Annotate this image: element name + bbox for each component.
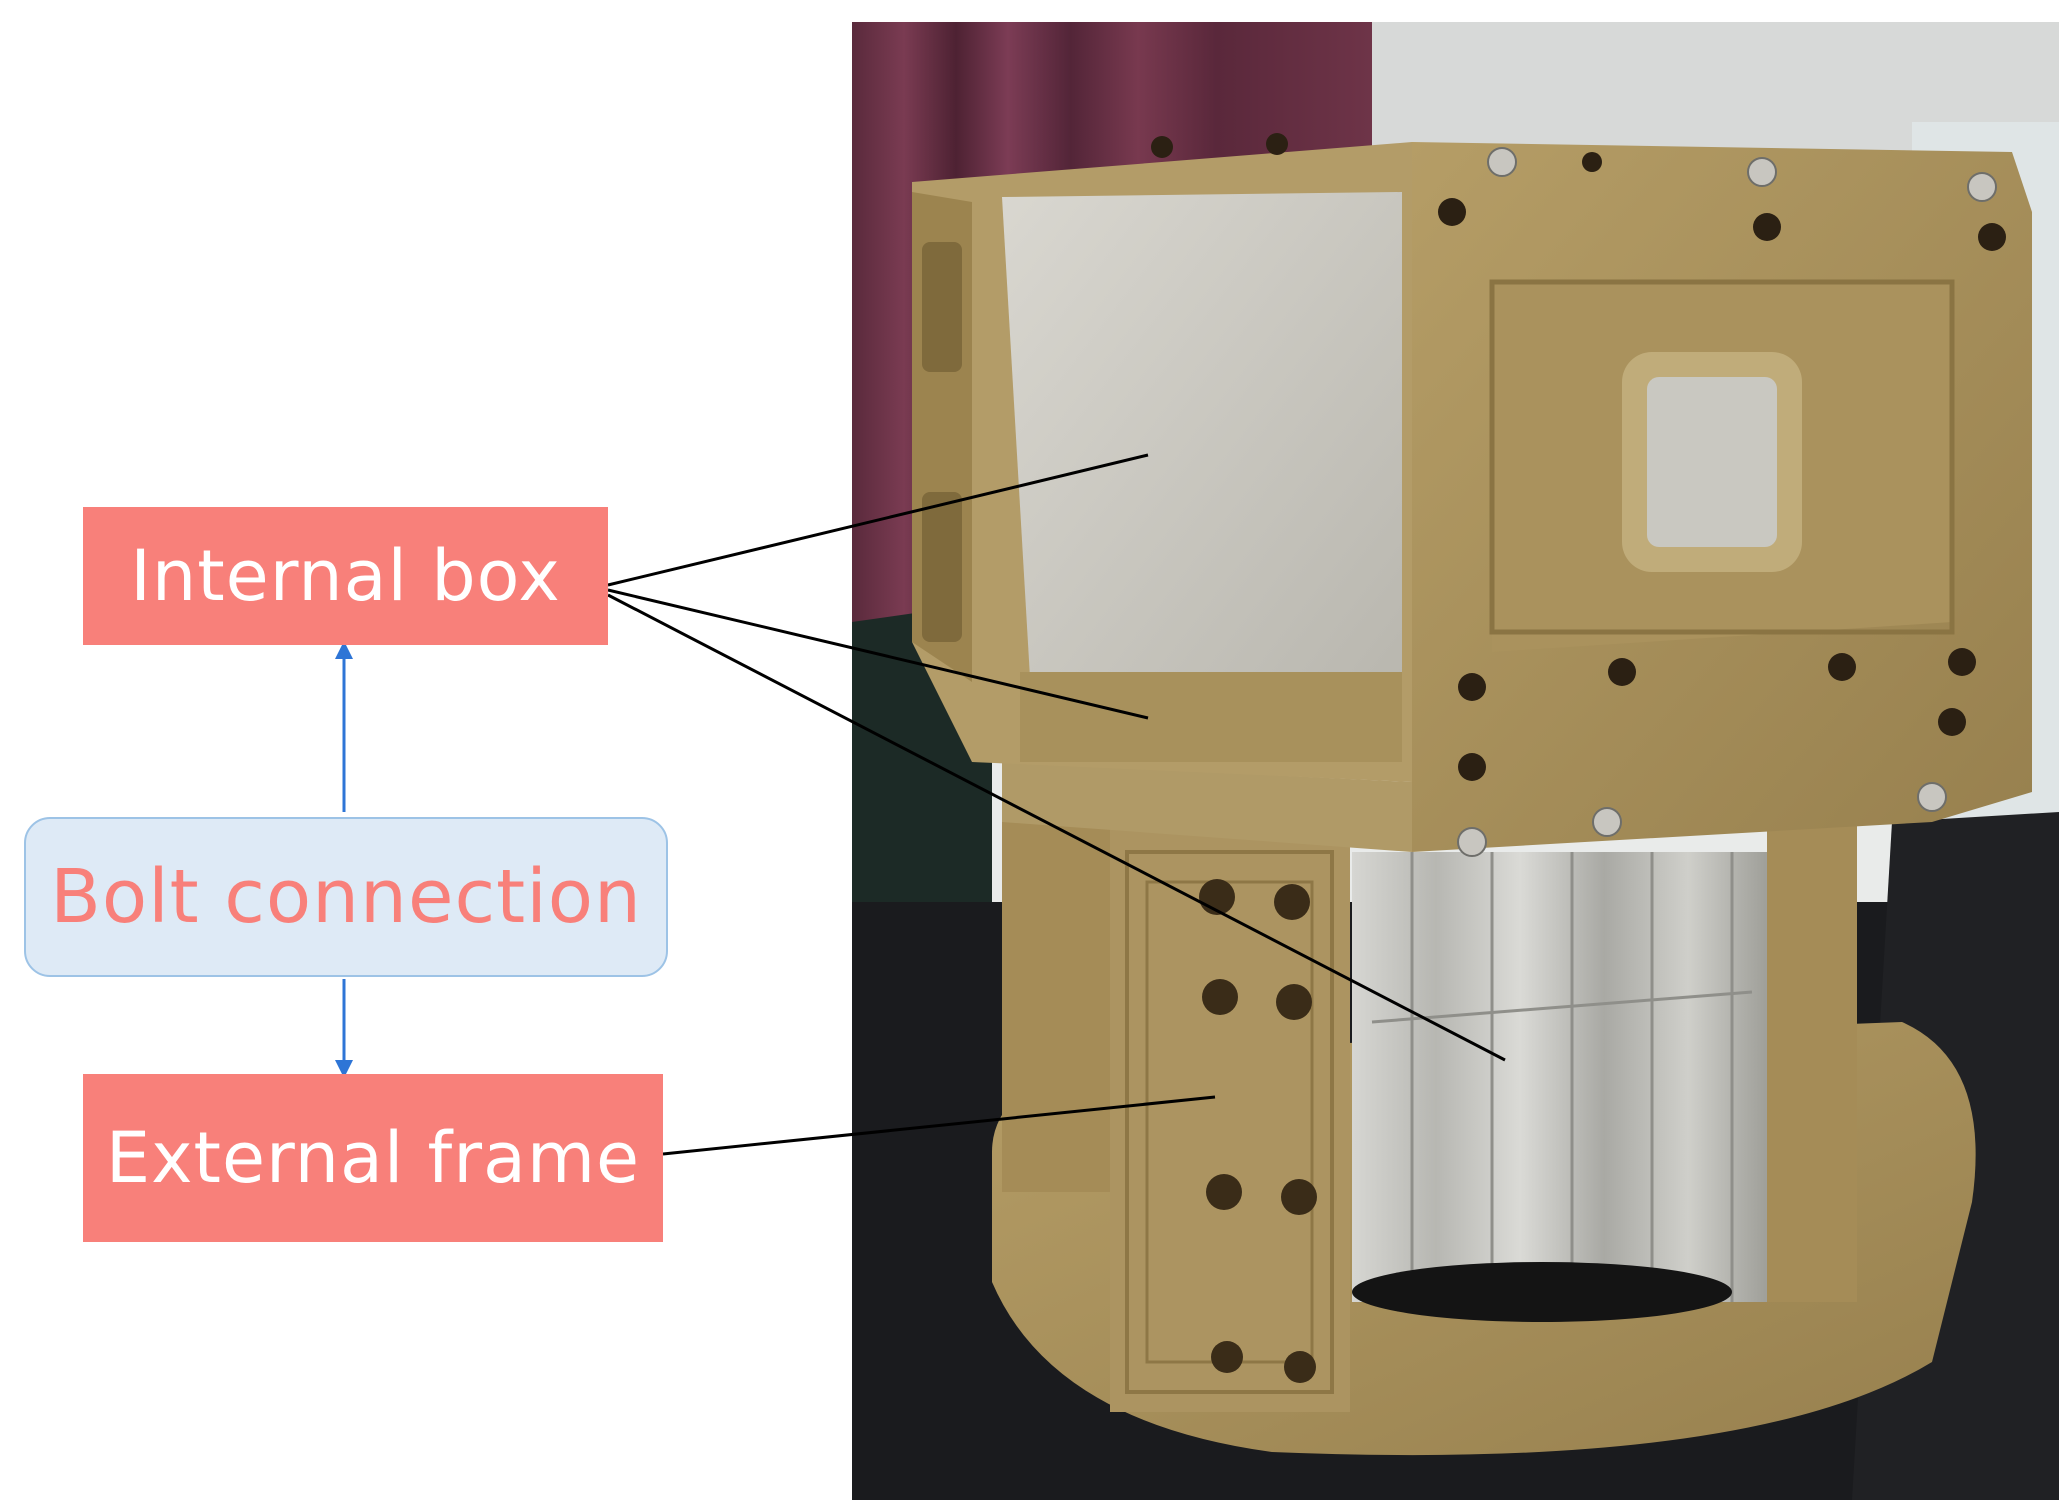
bolt-connection-text: Bolt connection bbox=[50, 854, 642, 940]
bolt-connection-box: Bolt connection bbox=[24, 817, 668, 977]
internal-box-label: Internal box bbox=[83, 507, 608, 645]
cabinet-photo bbox=[852, 22, 2059, 1500]
external-frame-text: External frame bbox=[105, 1117, 641, 1199]
external-frame-label: External frame bbox=[83, 1074, 663, 1242]
internal-box-text: Internal box bbox=[130, 535, 561, 617]
